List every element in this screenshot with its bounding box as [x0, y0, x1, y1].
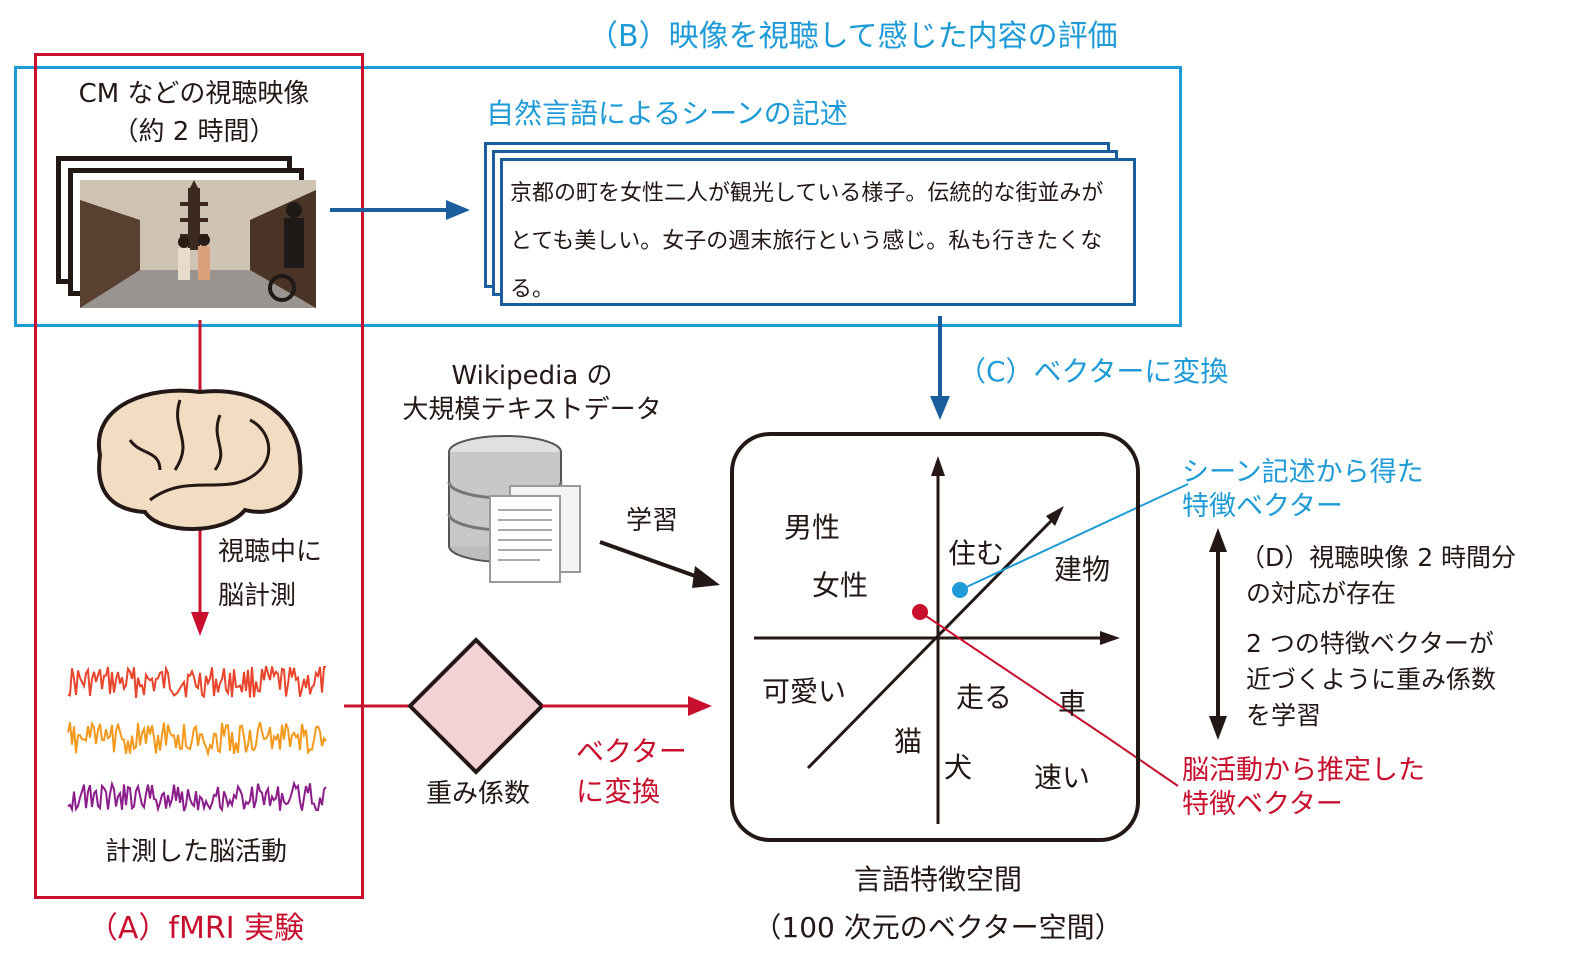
wikipedia-line-2: 大規模テキストデータ — [402, 395, 662, 425]
word-fast: 速い — [1034, 761, 1091, 794]
arrow-learn — [599, 540, 699, 579]
section-d-line-1: （D）視聴映像 2 時間分 — [1240, 543, 1517, 572]
brain-wave-1 — [67, 664, 327, 699]
brain-vector-label-1: 脳活動から推定した — [1182, 755, 1425, 786]
document-icon — [489, 485, 581, 583]
section-d-line-3: 2 つの特徴ベクターが — [1246, 629, 1494, 658]
space-subtitle: （100 次元のベクター空間） — [753, 911, 1123, 944]
word-building: 建物 — [1054, 553, 1111, 586]
arrow-c-conversion-head — [930, 396, 950, 420]
video-duration: （約 2 時間） — [112, 117, 276, 147]
scene-vector-leader — [959, 483, 1189, 591]
word-cat: 猫 — [894, 725, 923, 758]
scene-vector-label-1: シーン記述から得た — [1182, 457, 1424, 488]
section-d-line-5: を学習 — [1246, 701, 1322, 730]
weights-diamond — [407, 637, 545, 775]
weights-label: 重み係数 — [425, 779, 531, 809]
video-title: CM などの視聴映像 — [78, 79, 310, 109]
word-male: 男性 — [784, 511, 841, 544]
wikipedia-line-1: Wikipedia の — [451, 361, 613, 391]
correspondence-arrow-top — [1209, 528, 1227, 552]
word-live: 住む — [948, 537, 1005, 570]
brain-icon — [96, 388, 303, 531]
brain-vector-label-2: 特徴ベクター — [1182, 789, 1343, 820]
weights-convert-1: ベクター — [576, 735, 687, 768]
arrow-weights-to-space-head — [688, 696, 712, 716]
section-c-title: （C）ベクターに変換 — [958, 355, 1229, 388]
arrow-video-to-measure-head — [191, 612, 209, 636]
axis-diagonal-head — [1046, 506, 1064, 526]
video-thumbnail — [80, 180, 316, 308]
scene-vector-point — [952, 582, 968, 598]
section-d-line-4: 近づくように重み係数 — [1246, 665, 1497, 694]
section-d-line-2: の対応が存在 — [1246, 579, 1397, 608]
section-b-frame — [14, 66, 1182, 327]
axis-diagonal — [806, 518, 1054, 770]
section-a-title: （A）fMRI 実験 — [87, 911, 305, 946]
brain-vector-leader — [919, 611, 1179, 787]
arrow-learn-head — [692, 566, 720, 588]
description-card — [500, 158, 1136, 306]
word-cute: 可愛い — [762, 675, 847, 708]
space-title: 言語特徴空間 — [853, 863, 1023, 896]
weights-convert-2: に変換 — [576, 775, 661, 808]
arrow-video-to-description-head — [446, 200, 470, 220]
word-car: 車 — [1058, 687, 1087, 720]
correspondence-arrow-bottom — [1209, 716, 1227, 740]
word-run: 走る — [956, 681, 1013, 714]
section-b-title: （B）映像を視聴して感じた内容の評価 — [588, 19, 1118, 54]
brain-wave-3 — [67, 780, 327, 814]
scene-vector-label-2: 特徴ベクター — [1182, 491, 1343, 522]
axis-horizontal-head — [1100, 631, 1120, 645]
language-feature-space — [730, 432, 1140, 842]
activity-label: 計測した脳活動 — [104, 837, 288, 867]
brain-vector-point — [912, 604, 928, 620]
learn-label: 学習 — [626, 506, 679, 536]
word-female: 女性 — [812, 569, 869, 602]
word-dog: 犬 — [944, 751, 973, 784]
axis-vertical-head — [931, 456, 945, 476]
measure-label-2: 脳計測 — [218, 581, 297, 611]
measure-label-1: 視聴中に — [218, 537, 323, 567]
description-title: 自然言語によるシーンの記述 — [486, 97, 848, 130]
description-text: 京都の町を女性二人が観光している様子。伝統的な街並みがとても美しい。女子の週末旅… — [510, 181, 1104, 302]
section-a-frame — [34, 53, 364, 899]
brain-wave-2 — [67, 720, 327, 758]
